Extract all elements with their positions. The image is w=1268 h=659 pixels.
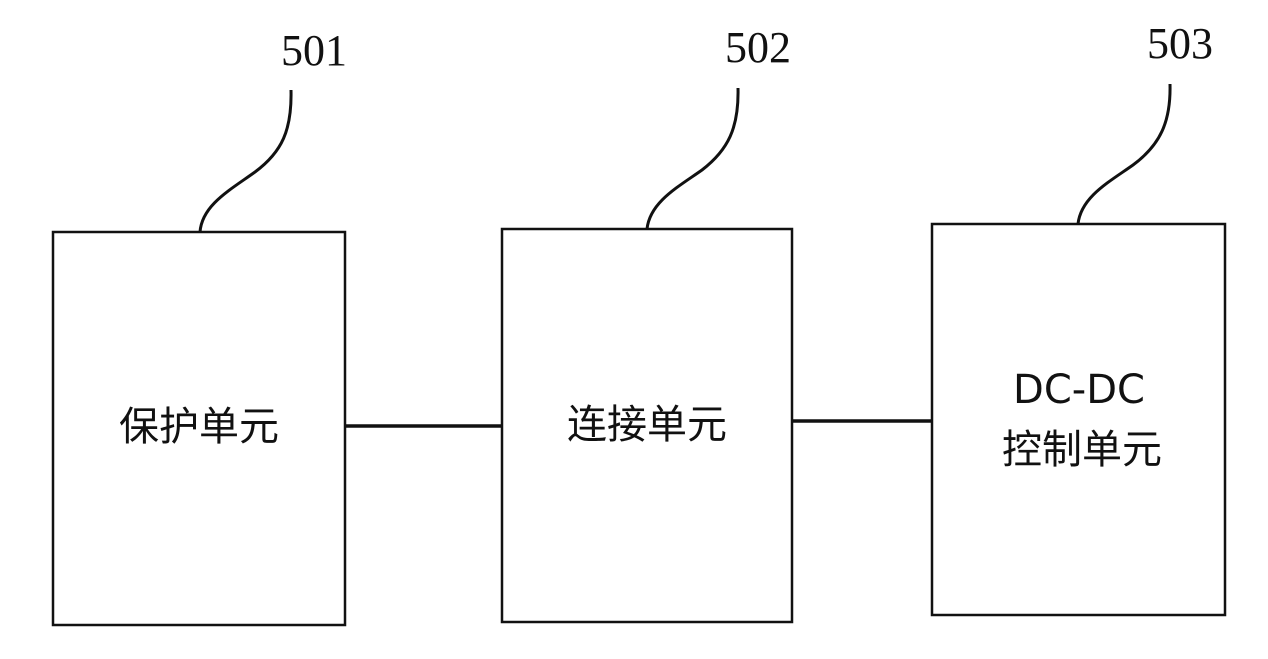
- ref-label-503: 503: [1147, 19, 1213, 68]
- leader-line-502: [647, 88, 738, 229]
- leader-line-503: [1078, 84, 1170, 224]
- block-501: 501 保护单元: [53, 26, 347, 625]
- ref-label-501: 501: [281, 26, 347, 75]
- block-501-label: 保护单元: [119, 404, 279, 450]
- block-502-label: 连接单元: [567, 402, 727, 448]
- block-503-label-line-2: 控制单元: [1002, 427, 1162, 473]
- block-503-box: [932, 224, 1225, 615]
- block-503-label-line-1: DC-DC: [1013, 367, 1145, 413]
- ref-label-502: 502: [725, 23, 791, 72]
- leader-line-501: [200, 90, 291, 232]
- block-502: 502 连接单元: [502, 23, 792, 622]
- block-503: 503 DC-DC 控制单元: [932, 19, 1225, 615]
